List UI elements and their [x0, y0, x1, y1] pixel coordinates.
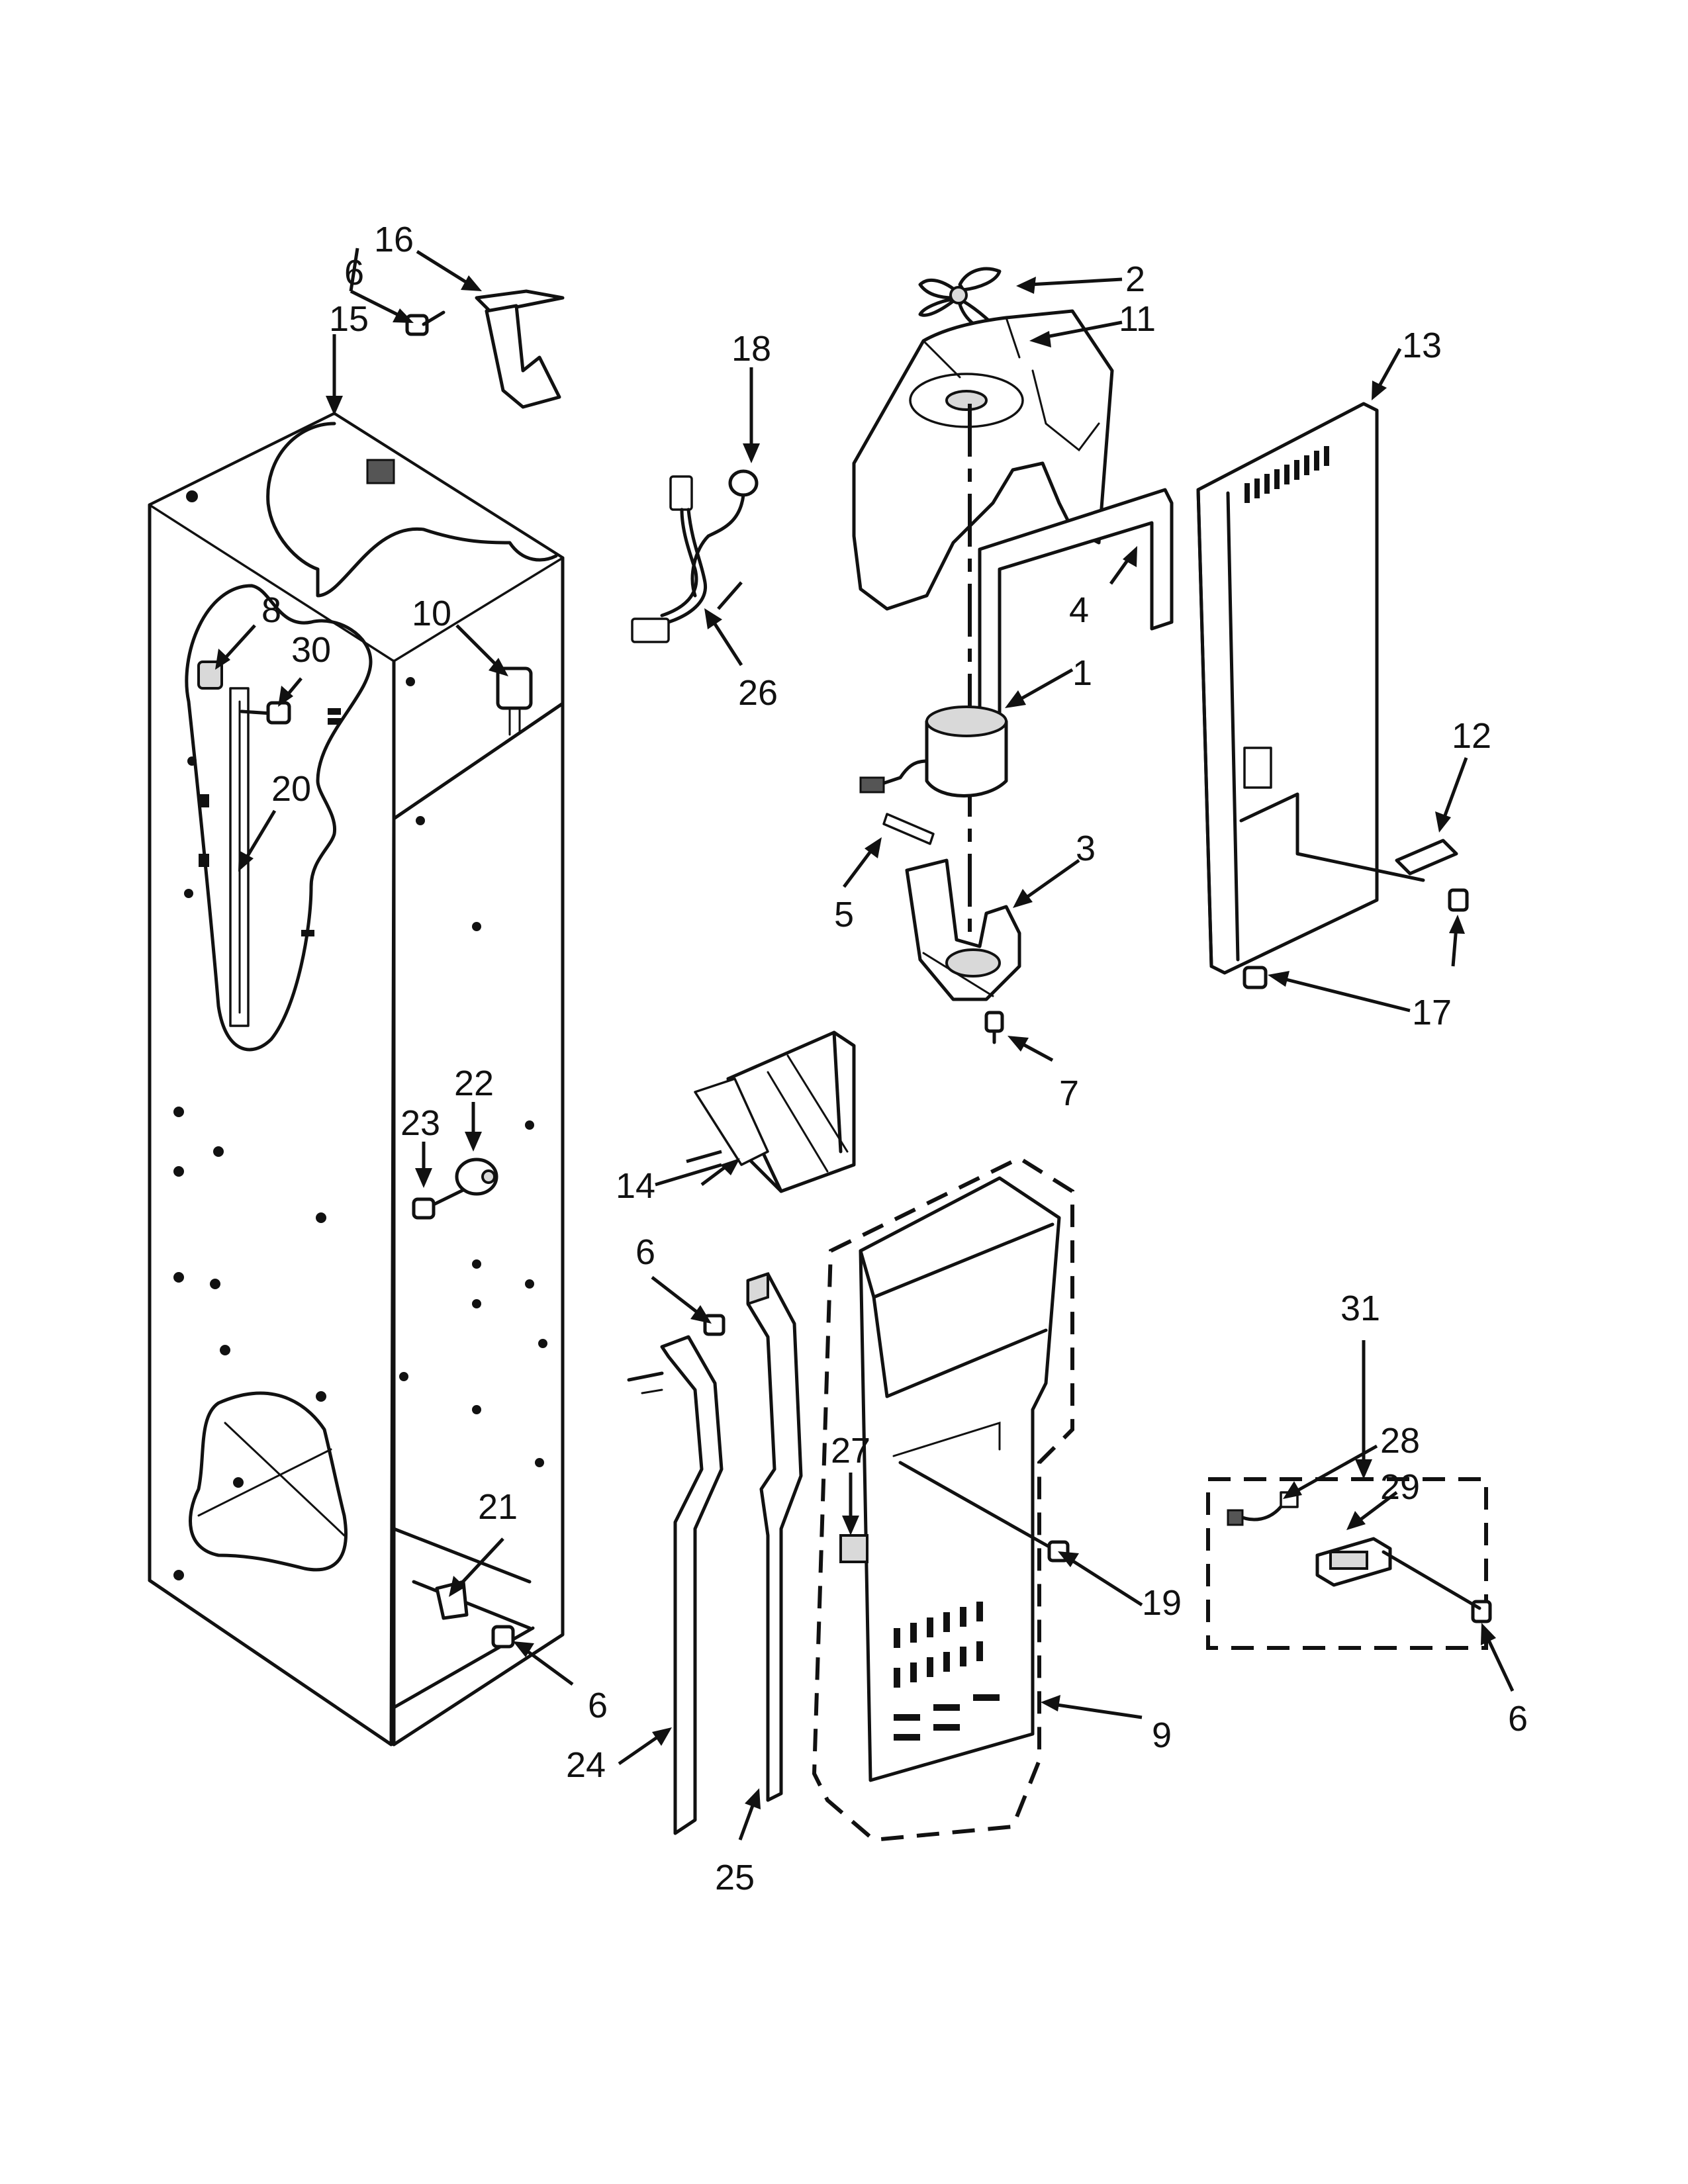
- callout-28: 28: [1380, 1421, 1420, 1461]
- callout-16: 16: [374, 220, 414, 259]
- fan-motor-part-1: [859, 705, 1008, 797]
- callout-19: 19: [1142, 1583, 1182, 1623]
- callout-7: 7: [1059, 1073, 1079, 1113]
- callout-3: 3: [1076, 829, 1096, 868]
- fan-shroud-part-11: [852, 309, 1114, 611]
- clip-part-12: [1395, 839, 1458, 876]
- fan-blade-part-2: [918, 267, 1002, 334]
- thermistor-part-10: [496, 666, 533, 736]
- callout-labels: 1 2 3 4 5 6 6 6 6 7 8 9 10 11 12 13 14 1…: [261, 220, 1528, 1897]
- callout-17: 17: [1412, 993, 1452, 1032]
- callout-14: 14: [616, 1166, 655, 1206]
- callout-13: 13: [1402, 326, 1442, 365]
- callout-29: 29: [1380, 1467, 1420, 1507]
- callout-1: 1: [1072, 653, 1092, 693]
- damper-housing-part-14: [694, 1030, 856, 1193]
- screw-part-6-strip: [703, 1314, 726, 1336]
- callout-31: 31: [1340, 1289, 1380, 1328]
- callout-26: 26: [738, 673, 778, 713]
- callout-21: 21: [478, 1487, 518, 1527]
- screw-part-17-lower: [1243, 966, 1268, 989]
- callout-18: 18: [731, 329, 771, 369]
- control-kit-part-31: [1206, 1477, 1488, 1650]
- trim-strip-part-24: [627, 1335, 724, 1835]
- screw-part-7: [984, 1011, 1004, 1044]
- motor-bracket-part-3: [905, 858, 1021, 1001]
- callout-24: 24: [566, 1745, 606, 1785]
- callout-25: 25: [715, 1858, 755, 1897]
- grommet-part-5: [882, 813, 935, 845]
- callout-2: 2: [1125, 259, 1145, 299]
- callout-20: 20: [271, 769, 311, 809]
- air-duct-assembly-part-9: [812, 1156, 1074, 1843]
- callout-6-control: 6: [1508, 1699, 1528, 1739]
- leader-lines: [215, 248, 1515, 1841]
- light-socket-part-18: [690, 469, 759, 598]
- evaporator-cover-part-13: [1196, 402, 1425, 975]
- screw-part-23: [412, 1188, 465, 1220]
- callout-6-strip: 6: [635, 1232, 655, 1272]
- callout-30: 30: [291, 630, 331, 670]
- callout-6-bottom: 6: [588, 1686, 608, 1725]
- callout-15: 15: [329, 299, 369, 339]
- callout-27: 27: [831, 1431, 870, 1471]
- thermostat-part-22: [455, 1158, 498, 1196]
- screw-part-17-upper: [1448, 888, 1469, 912]
- callout-23: 23: [400, 1103, 440, 1143]
- callout-6-top: 6: [344, 253, 364, 293]
- callout-4: 4: [1069, 590, 1089, 630]
- callout-9: 9: [1152, 1715, 1172, 1755]
- callout-11: 11: [1119, 299, 1156, 339]
- wire-harness-part-26: [631, 475, 707, 643]
- screw-part-6-control: [1382, 1550, 1492, 1623]
- screw-part-6-top: [405, 310, 445, 336]
- seal-strip-part-25: [746, 1272, 803, 1802]
- callout-12: 12: [1452, 716, 1491, 756]
- bracket-part-16: [475, 289, 565, 409]
- screw-part-6-bottom: [491, 1625, 515, 1649]
- callout-5: 5: [834, 895, 854, 934]
- callout-22: 22: [454, 1064, 494, 1103]
- callout-8: 8: [261, 590, 281, 630]
- cabinet-liner-drawing: [148, 412, 565, 1747]
- callout-10: 10: [412, 594, 451, 633]
